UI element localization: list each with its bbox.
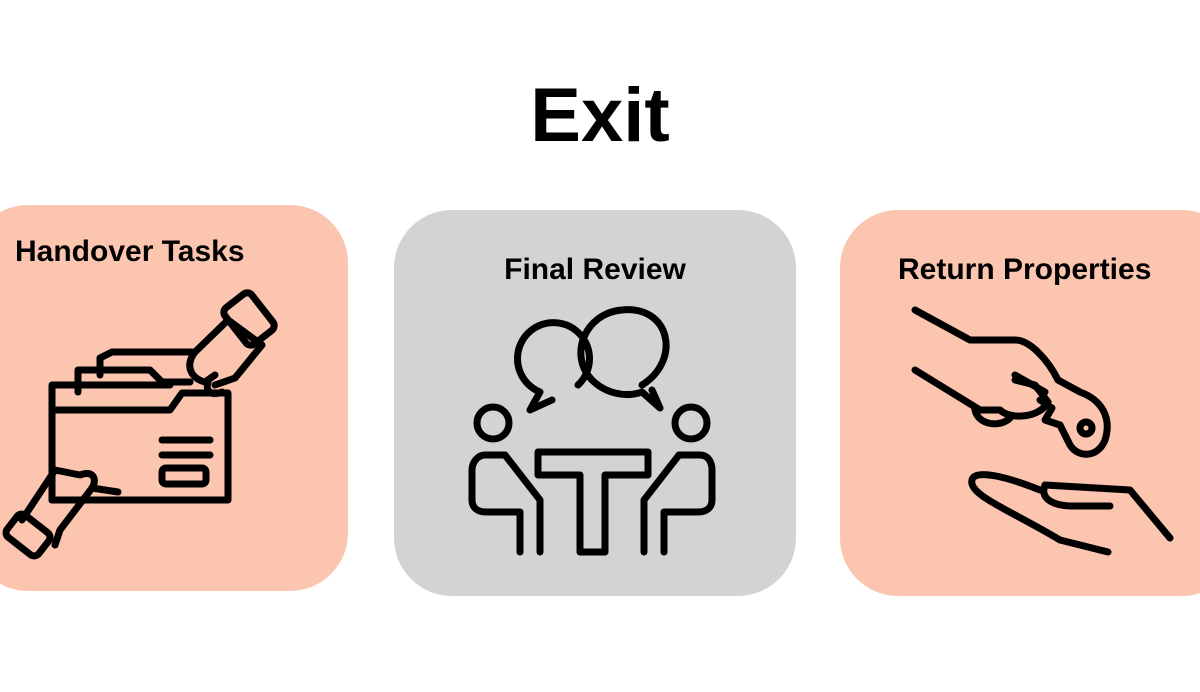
return-properties-label: Return Properties (898, 253, 1152, 286)
handover-tasks-label: Handover Tasks (15, 235, 245, 268)
final-review-card (394, 210, 796, 596)
key-handover-icon (911, 306, 1174, 556)
folder-handover-icon (2, 289, 278, 560)
return-properties-card (840, 210, 1200, 596)
meeting-table-icon (468, 306, 716, 556)
handover-tasks-card (0, 205, 348, 591)
final-review-label: Final Review (504, 253, 686, 286)
page-title: Exit (530, 73, 670, 158)
